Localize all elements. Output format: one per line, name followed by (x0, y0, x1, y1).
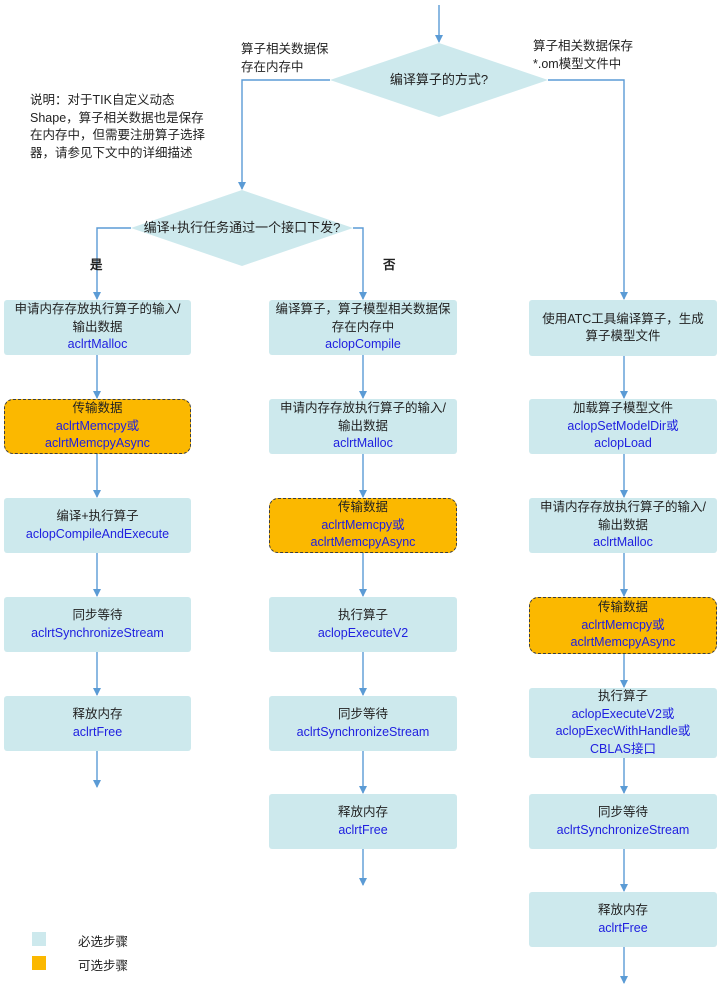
step-left-4: 同步等待 aclrtSynchronizeStream (4, 597, 191, 652)
arrow-to-atc (548, 79, 628, 300)
step-title: 编译算子，算子模型相关数据保 (275, 302, 451, 317)
step-api-name: aclrtFree (598, 920, 648, 935)
step-title: 同步等待 (597, 805, 648, 819)
step-title: 输出数据 (72, 319, 123, 334)
note-memory: 算子相关数据保存在内存中 (241, 42, 329, 74)
optional-step-middle-3: 传输数据 aclrtMemcpy或 aclrtMemcpyAsync (269, 498, 457, 553)
step-api-name: aclrtMalloc (333, 436, 393, 451)
step-api-name: aclrtMemcpy或 (55, 418, 140, 433)
note-om-file: 算子相关数据保存*.om模型文件中 (533, 39, 634, 71)
legend-swatch-optional (32, 956, 46, 970)
step-title: 传输数据 (72, 401, 123, 416)
step-api-name: aclrtSynchronizeStream (556, 822, 690, 837)
step-title: 释放内存 (597, 903, 648, 917)
step-api-name: aclopExecuteV2 (317, 625, 409, 640)
step-api-name: aclrtMalloc (593, 535, 653, 550)
step-api-name: aclrtFree (338, 822, 388, 837)
step-api-name: aclrtFree (72, 724, 123, 739)
step-api-name: aclrtMemcpyAsync (45, 436, 150, 451)
step-right-7: 释放内存 aclrtFree (529, 892, 717, 947)
step-title: 执行算子 (337, 608, 388, 622)
step-right-3: 申请内存存放执行算子的输入/输出数据 aclrtMalloc (529, 498, 717, 553)
step-api-name: aclopExecWithHandle或 (555, 724, 691, 738)
step-title: 申请内存存放执行算子的输入/ (540, 500, 706, 515)
step-api-name: aclrtSynchronizeStream (31, 625, 164, 640)
step-title: 同步等待 (72, 608, 123, 622)
step-right-6: 同步等待 aclrtSynchronizeStream (529, 794, 717, 849)
step-title: 使用ATC工具编译算子，生成 (542, 311, 704, 326)
step-api-name: aclopExecuteV2或 (571, 706, 675, 721)
step-title: 执行算子 (597, 689, 648, 703)
step-title: 传输数据 (337, 500, 388, 515)
step-title: 同步等待 (337, 707, 388, 721)
decision-main-label: 编译算子的方式? (389, 72, 489, 87)
legend-swatch-required (32, 932, 46, 946)
branch-yes-label: 是 (90, 258, 103, 272)
legend-label-required: 必选步骤 (78, 935, 129, 949)
step-api-name: aclopLoad (594, 436, 652, 451)
step-title: 加载算子模型文件 (572, 401, 673, 416)
step-middle-6: 释放内存 aclrtFree (269, 794, 457, 849)
branch-no-label: 否 (383, 258, 396, 272)
step-title: 算子模型文件 (585, 329, 661, 343)
step-left-5: 释放内存 aclrtFree (4, 696, 191, 751)
step-api-name: aclrtMemcpy或 (581, 617, 665, 632)
step-middle-1: 编译算子，算子模型相关数据保存在内存中 aclopCompile (269, 300, 457, 355)
step-right-5: 执行算子 aclopExecuteV2或 aclopExecWithHandle或 C… (529, 688, 717, 758)
step-api-name: aclrtSynchronizeStream (296, 724, 430, 739)
arrow-no (353, 227, 367, 300)
step-title: 输出数据 (597, 517, 648, 532)
step-middle-2: 申请内存存放执行算子的输入/输出数据 aclrtMalloc (269, 399, 457, 454)
step-title: 存在内存中 (331, 319, 395, 334)
step-api-name: aclrtMemcpyAsync (310, 535, 416, 550)
step-api-name: aclrtMemcpy或 (321, 517, 405, 532)
step-left-3: 编译+执行算子 aclopCompileAndExecute (4, 498, 191, 553)
step-title: 释放内存 (72, 707, 123, 721)
decision-sub-label: 编译+执行任务通过一个接口下发? (143, 220, 341, 235)
step-left-1: 申请内存存放执行算子的输入/输出数据 aclrtMalloc (4, 300, 191, 355)
decision-diamond-sub (131, 190, 353, 266)
step-middle-4: 执行算子 aclopExecuteV2 (269, 597, 457, 652)
optional-step-left-2: 传输数据 aclrtMemcpy或 aclrtMemcpyAsync (4, 399, 191, 454)
legend-label-optional: 可选步骤 (78, 959, 129, 973)
step-title: 申请内存存放执行算子的输入/ (280, 401, 446, 416)
decision-diamond-main (330, 43, 548, 117)
step-api-name: aclrtMalloc (67, 337, 128, 352)
optional-step-right-4: 传输数据 aclrtMemcpy或 aclrtMemcpyAsync (529, 597, 717, 654)
step-title: 编译+执行算子 (56, 509, 139, 523)
step-api-name: aclrtMemcpyAsync (570, 635, 676, 650)
step-title: 输出数据 (337, 418, 388, 433)
step-title: 释放内存 (337, 805, 388, 819)
step-api-name: aclopSetModelDir或 (567, 418, 679, 433)
step-right-1: 使用ATC工具编译算子，生成算子模型文件 (529, 300, 717, 356)
arrow-yes (93, 227, 131, 300)
step-api-name: aclopCompileAndExecute (25, 526, 170, 541)
step-api-name: CBLAS接口 (590, 741, 656, 756)
step-right-2: 加载算子模型文件 aclopSetModelDir或 aclopLoad (529, 399, 717, 454)
step-title: 传输数据 (597, 600, 648, 615)
step-title: 申请内存存放执行算子的输入/ (14, 302, 181, 317)
step-api-name: aclopCompile (325, 337, 401, 352)
step-middle-5: 同步等待 aclrtSynchronizeStream (269, 696, 457, 751)
arrow-to-sub-decision (238, 79, 330, 190)
